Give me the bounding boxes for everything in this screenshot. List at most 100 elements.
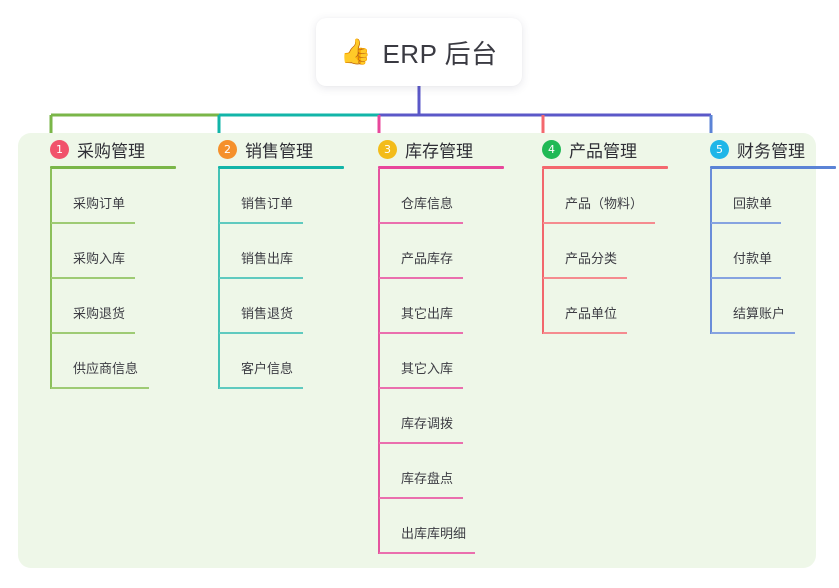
leaf-item-underline	[219, 222, 303, 224]
leaf-item-label: 客户信息	[241, 361, 294, 376]
branch-title: 采购管理	[77, 142, 145, 161]
leaf-item[interactable]: 产品单位	[543, 279, 668, 334]
branch-column-2: 2 销售管理销售订单销售出库销售退货客户信息	[206, 133, 344, 389]
branch-header-4[interactable]: 4 产品管理	[530, 133, 668, 166]
leaf-item[interactable]: 销售退货	[219, 279, 344, 334]
leaf-item-underline	[711, 332, 795, 334]
branch-spine	[710, 169, 712, 334]
branch-leaf-list: 仓库信息产品库存其它出库其它入库库存调拨库存盘点出库库明细	[378, 169, 504, 554]
leaf-item-underline	[379, 277, 463, 279]
leaf-item[interactable]: 付款单	[711, 224, 836, 279]
branch-underline	[50, 166, 176, 169]
leaf-item-label: 出库库明细	[401, 526, 467, 541]
leaf-item-underline	[219, 277, 303, 279]
leaf-item[interactable]: 采购订单	[51, 169, 176, 224]
leaf-item[interactable]: 产品库存	[379, 224, 504, 279]
leaf-item-underline	[219, 387, 303, 389]
thumbs-up-icon: 👍	[340, 37, 372, 66]
branch-leaf-list: 销售订单销售出库销售退货客户信息	[218, 169, 344, 389]
leaf-item[interactable]: 结算账户	[711, 279, 836, 334]
leaf-item-label: 产品单位	[565, 306, 618, 321]
leaf-item-label: 其它入库	[401, 361, 454, 376]
leaf-item-label: 产品库存	[401, 251, 454, 266]
leaf-item-label: 销售订单	[241, 196, 294, 211]
leaf-item[interactable]: 库存盘点	[379, 444, 504, 499]
root-node[interactable]: 👍 ERP 后台	[316, 18, 522, 86]
leaf-item-label: 库存调拨	[401, 416, 454, 431]
leaf-item[interactable]: 供应商信息	[51, 334, 176, 389]
leaf-item[interactable]: 出库库明细	[379, 499, 504, 554]
leaf-item[interactable]: 其它入库	[379, 334, 504, 389]
leaf-item-underline	[379, 387, 463, 389]
leaf-item-underline	[711, 222, 781, 224]
leaf-item-label: 产品分类	[565, 251, 618, 266]
branch-column-5: 5 财务管理回款单付款单结算账户	[698, 133, 836, 334]
leaf-item-label: 结算账户	[733, 306, 786, 321]
leaf-item-label: 付款单	[733, 251, 773, 266]
leaf-item-label: 采购退货	[73, 306, 126, 321]
leaf-item-label: 产品（物料）	[565, 196, 644, 211]
leaf-item-label: 回款单	[733, 196, 773, 211]
branch-leaf-list: 回款单付款单结算账户	[710, 169, 836, 334]
branch-title: 库存管理	[405, 142, 473, 161]
branch-number-badge: 2	[218, 140, 237, 159]
branch-title: 销售管理	[245, 142, 313, 161]
leaf-item[interactable]: 销售订单	[219, 169, 344, 224]
branch-underline	[542, 166, 668, 169]
leaf-item[interactable]: 库存调拨	[379, 389, 504, 444]
leaf-item-underline	[543, 222, 655, 224]
branch-number-badge: 3	[378, 140, 397, 159]
branch-leaf-list: 产品（物料） 产品分类产品单位	[542, 169, 668, 334]
leaf-item-underline	[219, 332, 303, 334]
branches-panel: 1 采购管理采购订单采购入库采购退货供应商信息 2 销售管理销售订单销售出库销售退货客…	[18, 133, 836, 568]
branch-underline	[378, 166, 504, 169]
leaf-item-underline	[379, 497, 463, 499]
branch-number-badge: 5	[710, 140, 729, 159]
leaf-item[interactable]: 采购退货	[51, 279, 176, 334]
leaf-item[interactable]: 产品（物料）	[543, 169, 668, 224]
branch-title: 财务管理	[737, 142, 805, 161]
branch-header-2[interactable]: 2 销售管理	[206, 133, 344, 166]
leaf-item-label: 采购订单	[73, 196, 126, 211]
leaf-item-label: 销售出库	[241, 251, 294, 266]
leaf-item-underline	[543, 332, 627, 334]
leaf-item-label: 其它出库	[401, 306, 454, 321]
branch-spine	[378, 169, 380, 554]
branch-column-3: 3 库存管理仓库信息产品库存其它出库其它入库库存调拨库存盘点出库库明细	[366, 133, 504, 554]
leaf-item-underline	[51, 332, 135, 334]
leaf-item[interactable]: 回款单	[711, 169, 836, 224]
branch-header-1[interactable]: 1 采购管理	[38, 133, 176, 166]
leaf-item-underline	[543, 277, 627, 279]
branch-header-5[interactable]: 5 财务管理	[698, 133, 836, 166]
leaf-item[interactable]: 销售出库	[219, 224, 344, 279]
branch-column-1: 1 采购管理采购订单采购入库采购退货供应商信息	[38, 133, 176, 389]
branch-underline	[218, 166, 344, 169]
leaf-item[interactable]: 仓库信息	[379, 169, 504, 224]
branch-underline	[710, 166, 836, 169]
branch-title: 产品管理	[569, 142, 637, 161]
branch-number-badge: 1	[50, 140, 69, 159]
branch-leaf-list: 采购订单采购入库采购退货供应商信息	[50, 169, 176, 389]
leaf-item-underline	[379, 552, 475, 554]
branch-spine	[50, 169, 52, 389]
leaf-item-underline	[379, 442, 463, 444]
leaf-item-underline	[51, 222, 135, 224]
leaf-item-label: 销售退货	[241, 306, 294, 321]
leaf-item-underline	[379, 332, 463, 334]
leaf-item[interactable]: 其它出库	[379, 279, 504, 334]
leaf-item[interactable]: 客户信息	[219, 334, 344, 389]
leaf-item[interactable]: 采购入库	[51, 224, 176, 279]
leaf-item-label: 仓库信息	[401, 196, 454, 211]
leaf-item[interactable]: 产品分类	[543, 224, 668, 279]
branch-number-badge: 4	[542, 140, 561, 159]
leaf-item-label: 供应商信息	[73, 361, 139, 376]
branch-header-3[interactable]: 3 库存管理	[366, 133, 504, 166]
leaf-item-underline	[51, 387, 149, 389]
leaf-item-label: 库存盘点	[401, 471, 454, 486]
leaf-item-underline	[711, 277, 781, 279]
root-node-label: ERP 后台	[382, 38, 498, 69]
leaf-item-label: 采购入库	[73, 251, 126, 266]
branch-spine	[542, 169, 544, 334]
leaf-item-underline	[51, 277, 135, 279]
